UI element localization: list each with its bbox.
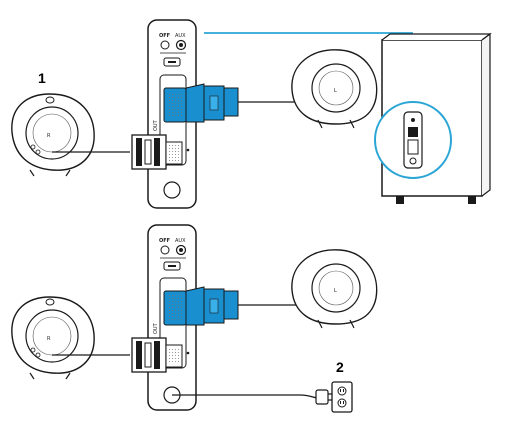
off-label: OFF: [159, 238, 170, 244]
vga-connector-blue: [163, 286, 239, 326]
subwoofer-icon: [374, 32, 492, 204]
speaker-right-label: R: [47, 336, 51, 342]
out-label: OUT: [153, 322, 159, 334]
step-number-1: 1: [38, 70, 46, 86]
speaker-right-icon: R: [11, 93, 95, 177]
speaker-left-label: L: [334, 88, 337, 94]
out-label: OUT: [153, 119, 159, 131]
speaker-right-icon: R: [11, 296, 95, 380]
speaker-left-label: L: [334, 288, 337, 294]
vga-connector-blue: [163, 83, 239, 123]
speaker-left-icon: L: [291, 49, 378, 129]
vga-connector-black: [131, 134, 183, 170]
panel-step-1: 1 R OFF AUX OUT: [11, 19, 492, 209]
power-plug-icon: [315, 389, 333, 405]
aux-label: AUX: [175, 33, 186, 39]
aux-label: AUX: [175, 238, 186, 244]
speaker-left-icon: L: [291, 249, 378, 329]
panel-step-2: R OFF AUX OUT: [11, 224, 378, 413]
step-number-2: 2: [336, 359, 344, 375]
power-outlet-icon: [331, 381, 353, 413]
speaker-right-label: R: [47, 133, 51, 139]
vga-connector-black: [131, 337, 183, 373]
off-label: OFF: [159, 33, 170, 39]
